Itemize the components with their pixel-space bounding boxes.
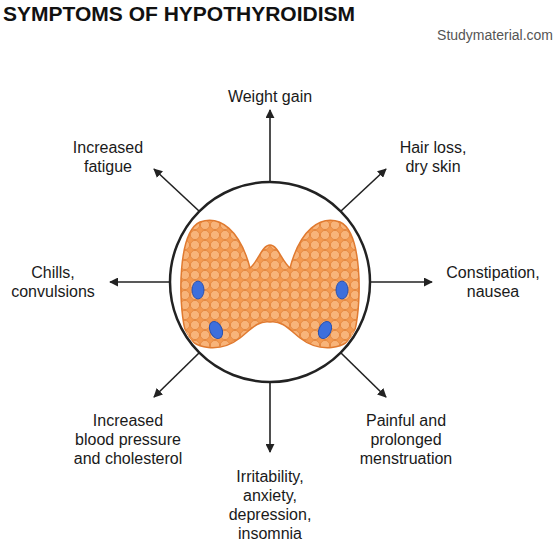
symptom-label: Constipation, nausea — [437, 263, 549, 301]
parathyroid — [207, 319, 225, 340]
parathyroid — [336, 281, 348, 299]
arrow — [110, 281, 170, 283]
symptom-label: Painful and prolonged menstruation — [348, 411, 464, 468]
watermark: Studymaterial.com — [437, 27, 553, 43]
symptom-label: Increased blood pressure and cholesterol — [72, 411, 184, 468]
arrow — [154, 353, 199, 397]
arrow — [341, 169, 386, 211]
thyroid-circle — [170, 182, 370, 382]
symptom-label: Irritability, anxiety, depression, insom… — [218, 467, 322, 543]
symptom-label: Hair loss, dry skin — [387, 138, 479, 176]
symptom-label: Increased fatigue — [58, 138, 158, 176]
thyroid-gland — [181, 220, 359, 347]
arrow — [269, 382, 271, 452]
symptom-label: Weight gain — [210, 87, 330, 106]
arrow — [370, 281, 432, 283]
arrow — [269, 110, 271, 182]
parathyroid — [192, 281, 204, 299]
arrows — [110, 110, 432, 452]
title: SYMPTOMS OF HYPOTHYROIDISM — [3, 2, 355, 26]
arrow — [341, 353, 386, 397]
parathyroid — [316, 319, 334, 340]
symptom-label: Chills, convulsions — [5, 263, 101, 301]
arrow — [154, 169, 199, 211]
